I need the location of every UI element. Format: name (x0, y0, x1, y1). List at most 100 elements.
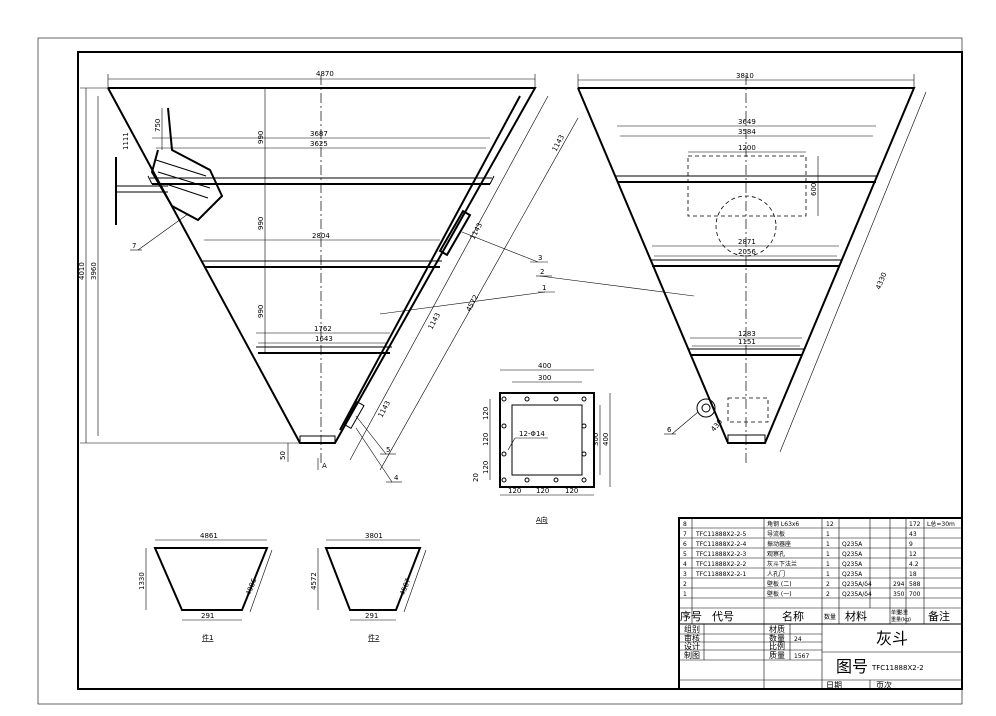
callout-4: 4 (394, 474, 399, 482)
flange-pitch-3: 120 (565, 487, 578, 495)
label-review: 审核 (684, 633, 700, 643)
row-7-no: 7 (683, 531, 687, 538)
flange-pitch-1: 120 (508, 487, 521, 495)
row-6-no: 6 (683, 541, 687, 548)
callout-3: 3 (538, 254, 542, 262)
dim-1762: 1762 (314, 325, 332, 333)
row-7-code: TFC11888X2-2-5 (695, 531, 746, 538)
header-no: 序号 (680, 609, 702, 623)
dim-3810: 3810 (736, 72, 754, 80)
value-quantity: 24 (794, 636, 802, 643)
row-2-unit: 294 (893, 581, 905, 588)
value-mass: 1567 (794, 653, 809, 660)
header-material: 材料 (845, 609, 867, 623)
callout-2: 2 (540, 268, 544, 276)
front-view: 4870 3687 3625 2804 1762 1643 4010 3960 … (78, 70, 579, 483)
row-8-note: L总=30m (927, 520, 955, 528)
row-3-qty: 1 (826, 571, 830, 578)
dim-3687: 3687 (310, 130, 328, 138)
row-8-qty: 12 (826, 521, 834, 528)
row-2-name: 壁板 (二) (767, 580, 792, 588)
flange-caption: A向 (536, 515, 548, 524)
row-6-total: 9 (909, 541, 913, 548)
dim-600: 600 (810, 183, 818, 196)
label-mass: 质量 (769, 650, 785, 660)
row-6-code: TFC11888X2-2-4 (695, 541, 746, 548)
label-design: 设计 (684, 641, 700, 651)
label-group: 组别 (684, 624, 700, 634)
row-6-qty: 1 (826, 541, 830, 548)
label-quantity: 数量 (769, 633, 785, 643)
part-2-outline (324, 547, 422, 611)
callout-6: 6 (667, 426, 672, 434)
dim-2056: 2056 (738, 248, 756, 256)
vibrator-seat (696, 398, 716, 418)
part-2-dim-height: 4572 (310, 572, 318, 590)
dim-990-c: 990 (257, 305, 265, 318)
dim-990-a: 990 (257, 131, 265, 144)
callout-5: 5 (386, 446, 390, 454)
dim-1283: 1283 (738, 330, 756, 338)
flange-dim-400-h: 400 (602, 433, 610, 446)
label-scale: 比例 (769, 641, 785, 651)
label-draft: 制图 (684, 650, 700, 660)
callout-1: 1 (542, 284, 546, 292)
row-5-no: 5 (683, 551, 687, 558)
parts-list-table: 8 角钢 L63x6 12 172 L总=30m 7 TFC11888X2-2-… (678, 517, 963, 690)
dim-990-b: 990 (257, 217, 265, 230)
dim-4572: 4572 (465, 293, 480, 312)
row-2-no: 2 (683, 581, 687, 588)
dim-1643: 1643 (315, 335, 333, 343)
dim-3649: 3649 (738, 118, 756, 126)
dim-1143-b: 1143 (469, 221, 484, 240)
row-5-code: TFC11888X2-2-3 (695, 551, 746, 558)
row-4-qty: 1 (826, 561, 830, 568)
row-1-qty: 2 (826, 591, 830, 598)
row-3-total: 18 (909, 571, 917, 578)
part-1-dim-height: 1330 (138, 572, 146, 590)
dim-4010: 4010 (78, 262, 86, 280)
label-material: 材质 (769, 624, 785, 634)
row-5-name: 观察孔 (767, 550, 785, 558)
row-3-name: 人孔门 (767, 570, 785, 578)
dim-750: 750 (154, 119, 162, 132)
observation-port (343, 401, 365, 429)
row-8-no: 8 (683, 521, 687, 528)
part-1-caption: 件1 (202, 633, 213, 642)
row-1-total: 700 (909, 591, 921, 598)
flange-dim-400-w: 400 (538, 362, 551, 370)
row-2-material: Q235A/δ4 (842, 581, 872, 588)
flange-inner (511, 404, 583, 476)
flange-pitch-h1: 120 (482, 407, 490, 420)
row-4-name: 灰斗下法兰 (767, 560, 797, 568)
row-6-material: Q235A (842, 541, 863, 548)
part-1-outline (153, 547, 269, 611)
header-total: 总重 (898, 609, 908, 616)
part-2-dim-bottom: 291 (365, 612, 378, 620)
dim-2804: 2804 (312, 232, 330, 240)
header-weight-unit: 重量(kg) (891, 616, 911, 623)
part-1-view: 4861 1330 4986 291 件1 (138, 532, 273, 642)
flange-pitch-h2: 120 (482, 433, 490, 446)
callout-7: 7 (132, 242, 136, 250)
part-2-view: 3801 4572 4587 291 件2 (310, 532, 427, 642)
label-date: 日期 (826, 681, 842, 690)
row-5-total: 12 (909, 551, 917, 558)
row-3-code: TFC11888X2-2-1 (695, 571, 746, 578)
side-view: 3810 3649 3584 1200 600 2871 2056 1283 1… (536, 72, 927, 465)
header-code: 代号 (712, 610, 734, 623)
flange-pitch-2: 120 (536, 487, 549, 495)
row-2-qty: 2 (826, 581, 830, 588)
row-1-no: 1 (683, 591, 687, 598)
part-1-dim-top: 4861 (200, 532, 218, 540)
svg-text:A: A (322, 462, 327, 470)
row-4-no: 4 (683, 561, 687, 568)
row-7-qty: 1 (826, 531, 830, 538)
row-5-material: Q235A (842, 551, 863, 558)
row-7-total: 43 (909, 531, 917, 538)
row-2-total: 588 (909, 581, 921, 588)
manhole-door (438, 209, 472, 257)
part-2-dim-top: 3801 (365, 532, 383, 540)
part-1-dim-bottom: 291 (201, 612, 214, 620)
